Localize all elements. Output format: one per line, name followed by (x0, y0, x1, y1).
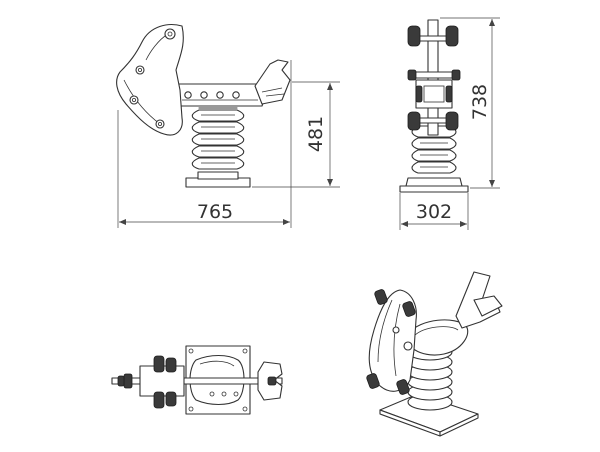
side-view: 765 481 (116, 24, 340, 228)
lower-grip-right (445, 111, 459, 131)
dimension-height-label: 481 (305, 116, 327, 152)
rear-footrest (254, 59, 291, 105)
spring (191, 107, 245, 173)
front-view: 302 738 (399, 17, 500, 230)
spring (407, 343, 453, 411)
grip (153, 391, 165, 409)
dimension-width-label: 302 (416, 201, 452, 223)
handle-bolt (129, 95, 139, 105)
spring-mount (197, 171, 239, 180)
grip (366, 373, 380, 389)
base-plate (399, 185, 469, 193)
bolt (216, 91, 224, 99)
seat (407, 319, 469, 356)
bolt (232, 91, 240, 99)
head-panel (116, 24, 184, 136)
lower-grip-left (407, 111, 421, 131)
footrest-bar (409, 71, 459, 79)
dimension-length-label: 765 (197, 201, 233, 223)
grip (396, 379, 410, 395)
isometric-view (366, 271, 503, 437)
grip (402, 301, 416, 317)
handle-grip-right (445, 25, 459, 47)
grip (153, 355, 165, 373)
bolt (200, 91, 208, 99)
handle-bolt (155, 119, 165, 129)
grip (374, 289, 388, 305)
bolt (403, 341, 413, 351)
handle-bolt (164, 28, 176, 40)
bolt (184, 91, 192, 99)
handle-grip-left (407, 25, 421, 47)
top-view (111, 345, 283, 415)
handle-bolt (135, 65, 145, 75)
center-rail (111, 377, 283, 385)
dimension-total-height-label: 738 (469, 84, 491, 120)
bolt (392, 326, 400, 334)
